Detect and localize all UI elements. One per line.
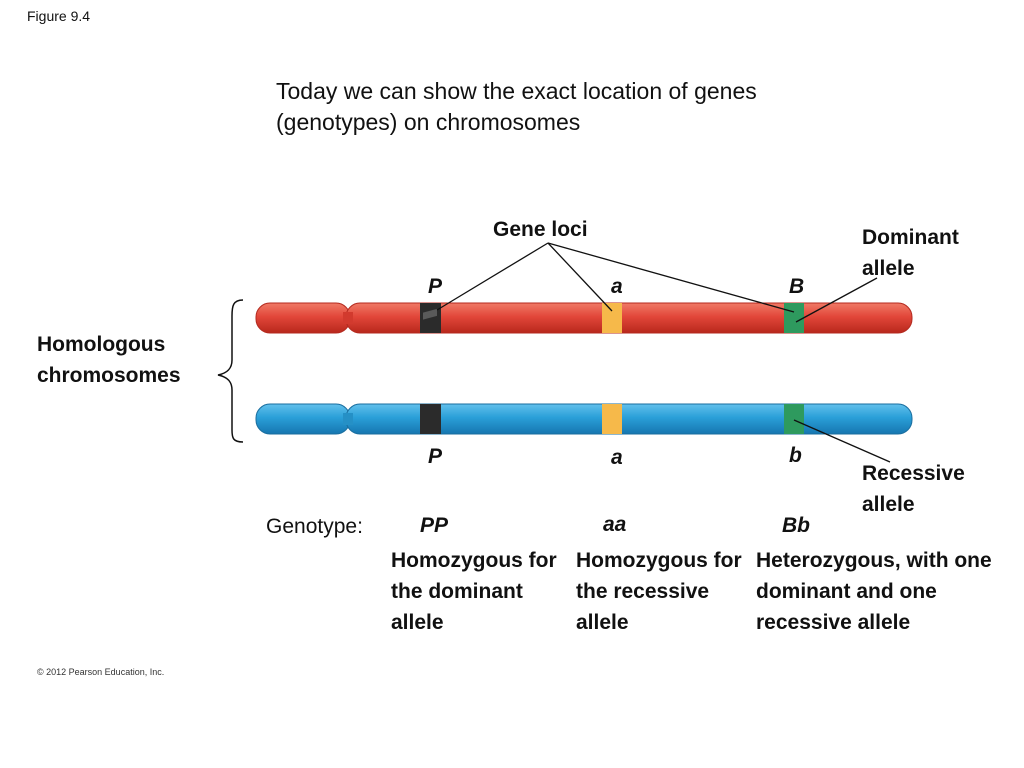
genotype-description-bb: Heterozygous, with one dominant and one … [756, 549, 992, 634]
headline: Today we can show the exact location of … [276, 78, 757, 135]
locus-a-top [602, 303, 622, 333]
locus-b-bottom [784, 404, 804, 434]
bottom-chromosome [255, 403, 913, 435]
homologous-chromosomes-label: Homologous chromosomes [37, 333, 181, 387]
locus-P-bottom [420, 404, 441, 434]
allele-label-bottom-1: P [428, 445, 443, 468]
genotype-symbol-aa: aa [603, 513, 627, 536]
genotype-label: Genotype: [266, 515, 363, 538]
genotype-symbol-pp: PP [420, 514, 449, 537]
dominant-allele-line [795, 277, 878, 323]
genotype-description-aa: Homozygous for the recessive allele [576, 549, 742, 634]
top-chromosome [255, 302, 913, 334]
locus-a-bottom [602, 404, 622, 434]
copyright: © 2012 Pearson Education, Inc. [37, 667, 165, 677]
allele-label-top-1: P [428, 275, 443, 298]
allele-label-bottom-3: b [789, 444, 802, 467]
locus-B-top [784, 303, 804, 333]
genotype-symbol-bb: Bb [782, 514, 810, 537]
gene-loci-label: Gene loci [493, 218, 588, 241]
gene-loci-lines [436, 242, 795, 313]
dominant-allele-label: Dominant allele [862, 226, 959, 280]
allele-label-top-3: B [789, 275, 805, 298]
recessive-allele-line [793, 419, 891, 463]
allele-label-bottom-2: a [611, 446, 623, 469]
genotype-description-pp: Homozygous for the dominant allele [391, 549, 557, 634]
homologous-bracket [217, 299, 244, 443]
figure-label: Figure 9.4 [27, 8, 91, 24]
recessive-allele-label: Recessive allele [862, 462, 965, 516]
allele-label-top-2: a [611, 275, 623, 298]
